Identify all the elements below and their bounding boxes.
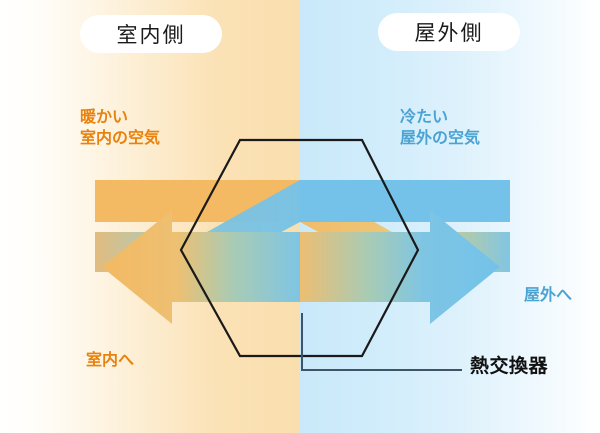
label-cool-outdoor-air: 冷たい 屋外の空気 [400,107,481,148]
heat-exchanger-hexagon [179,138,420,358]
label-heat-exchanger: 熱交換器 [470,355,549,377]
indoor-side-title-text: 室内側 [116,23,186,47]
label-to-indoor: 室内へ [86,350,135,369]
outdoor-side-title-pill: 屋外側 [378,13,520,51]
label-warm-indoor-air: 暖かい 室内の空気 [80,107,161,148]
heat-exchanger-leader-line [301,313,462,371]
outdoor-side-title-text: 屋外側 [414,21,484,45]
indoor-side-title-pill: 室内側 [80,15,222,53]
flow-supply-to-indoor [102,210,300,324]
label-to-outdoor: 屋外へ [524,285,573,304]
flow-exhaust-to-outdoor [300,210,500,324]
